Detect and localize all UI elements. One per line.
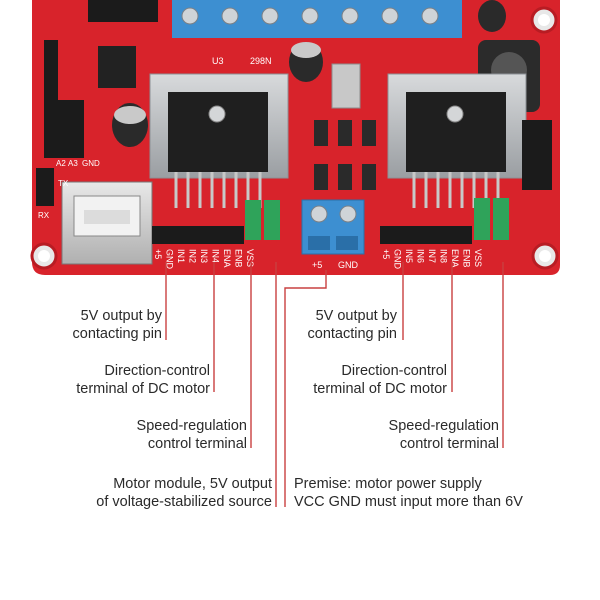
diode-array	[314, 120, 376, 190]
callout-right-speed: Speed-regulation control terminal	[389, 417, 499, 453]
callout-right-direction-line2: terminal of DC motor	[313, 381, 447, 397]
label-tx: TX	[58, 179, 69, 188]
left-pin-vss: VSS	[245, 249, 255, 267]
small-ic	[98, 46, 136, 88]
left-pin-in3: IN3	[199, 249, 209, 263]
right-pin-in6: IN6	[416, 249, 426, 263]
left-pin-in2: IN2	[188, 249, 198, 263]
callout-left-motor-module: Motor module, 5V output of voltage-stabi…	[96, 475, 272, 511]
top-terminal-screws	[181, 7, 439, 25]
right-pin-enb: ENB	[462, 249, 472, 268]
power-gnd-label: GND	[338, 260, 359, 270]
callout-right-speed-line2: control terminal	[399, 436, 499, 452]
right-pin-vss: VSS	[473, 249, 483, 267]
chip-mark-298n: 298N	[250, 56, 272, 66]
callout-left-speed: Speed-regulation control terminal	[137, 417, 247, 453]
label-a2: A2	[56, 159, 66, 168]
chip-legs	[174, 172, 500, 208]
label-rx: RX	[38, 211, 50, 220]
callout-left-motor-module-line1: Motor module, 5V output	[113, 476, 272, 492]
right-pin-header	[380, 226, 472, 244]
side-silkscreen: RX TX GND A2 A3	[38, 159, 100, 220]
power-plus-label: +5	[312, 260, 322, 270]
right-driver-chip	[406, 92, 506, 172]
capacitors	[112, 0, 506, 147]
regulator	[331, 63, 361, 109]
left-pin-ena: ENA	[222, 249, 232, 268]
left-green-jumpers	[245, 200, 280, 240]
callout-left-speed-line2: control terminal	[147, 436, 247, 452]
label-a3: A3	[68, 159, 78, 168]
right-pin-ena: ENA	[450, 249, 460, 268]
callout-right-speed-line1: Speed-regulation	[388, 418, 499, 434]
right-pin-gnd: GND	[393, 249, 403, 270]
power-terminal	[301, 199, 365, 255]
left-pin-in1: IN1	[176, 249, 186, 263]
callout-right-5v-line2: contacting pin	[307, 326, 397, 342]
left-driver-chip	[168, 92, 268, 172]
callout-left-motor-module-line2: of voltage-stabilized source	[96, 494, 272, 510]
callout-right-direction-line1: Direction-control	[341, 363, 447, 379]
callout-left-speed-line1: Speed-regulation	[136, 418, 247, 434]
callout-lines	[165, 262, 504, 507]
callout-right-direction: Direction-control terminal of DC motor	[313, 362, 447, 398]
callout-left-direction-line2: terminal of DC motor	[76, 381, 210, 397]
right-side-connectors	[522, 120, 552, 190]
callout-right-premise-line1: Premise: motor power supply	[294, 476, 482, 492]
callout-left-5v: 5V output by contacting pin	[73, 307, 162, 343]
label-gnd: GND	[82, 159, 100, 168]
chip-mark-u3: U3	[212, 56, 224, 66]
callout-left-5v-line2: contacting pin	[72, 326, 162, 342]
right-pin-in7: IN7	[427, 249, 437, 263]
callout-left-direction-line1: Direction-control	[104, 363, 210, 379]
right-pin-plus5: +5	[381, 249, 391, 259]
callout-right-premise: Premise: motor power supply VCC GND must…	[294, 475, 523, 511]
pcb	[32, 0, 560, 275]
callout-right-5v: 5V output by contacting pin	[308, 307, 397, 343]
right-pin-in8: IN8	[439, 249, 449, 263]
left-header-pins	[36, 0, 158, 206]
left-pin-plus5: +5	[153, 249, 163, 259]
mounting-holes	[30, 6, 559, 270]
right-pin-in5: IN5	[404, 249, 414, 263]
usb-port	[61, 181, 153, 265]
left-pin-gnd: GND	[165, 249, 175, 270]
callout-right-premise-line2: VCC GND must input more than 6V	[294, 494, 523, 510]
callout-right-5v-line1: 5V output by	[315, 308, 397, 324]
left-pin-header	[152, 226, 244, 244]
right-green-jumpers	[474, 198, 509, 240]
left-pin-enb: ENB	[234, 249, 244, 268]
left-pin-in4: IN4	[211, 249, 221, 263]
callout-left-direction: Direction-control terminal of DC motor	[76, 362, 210, 398]
callout-left-5v-line1: 5V output by	[80, 308, 162, 324]
